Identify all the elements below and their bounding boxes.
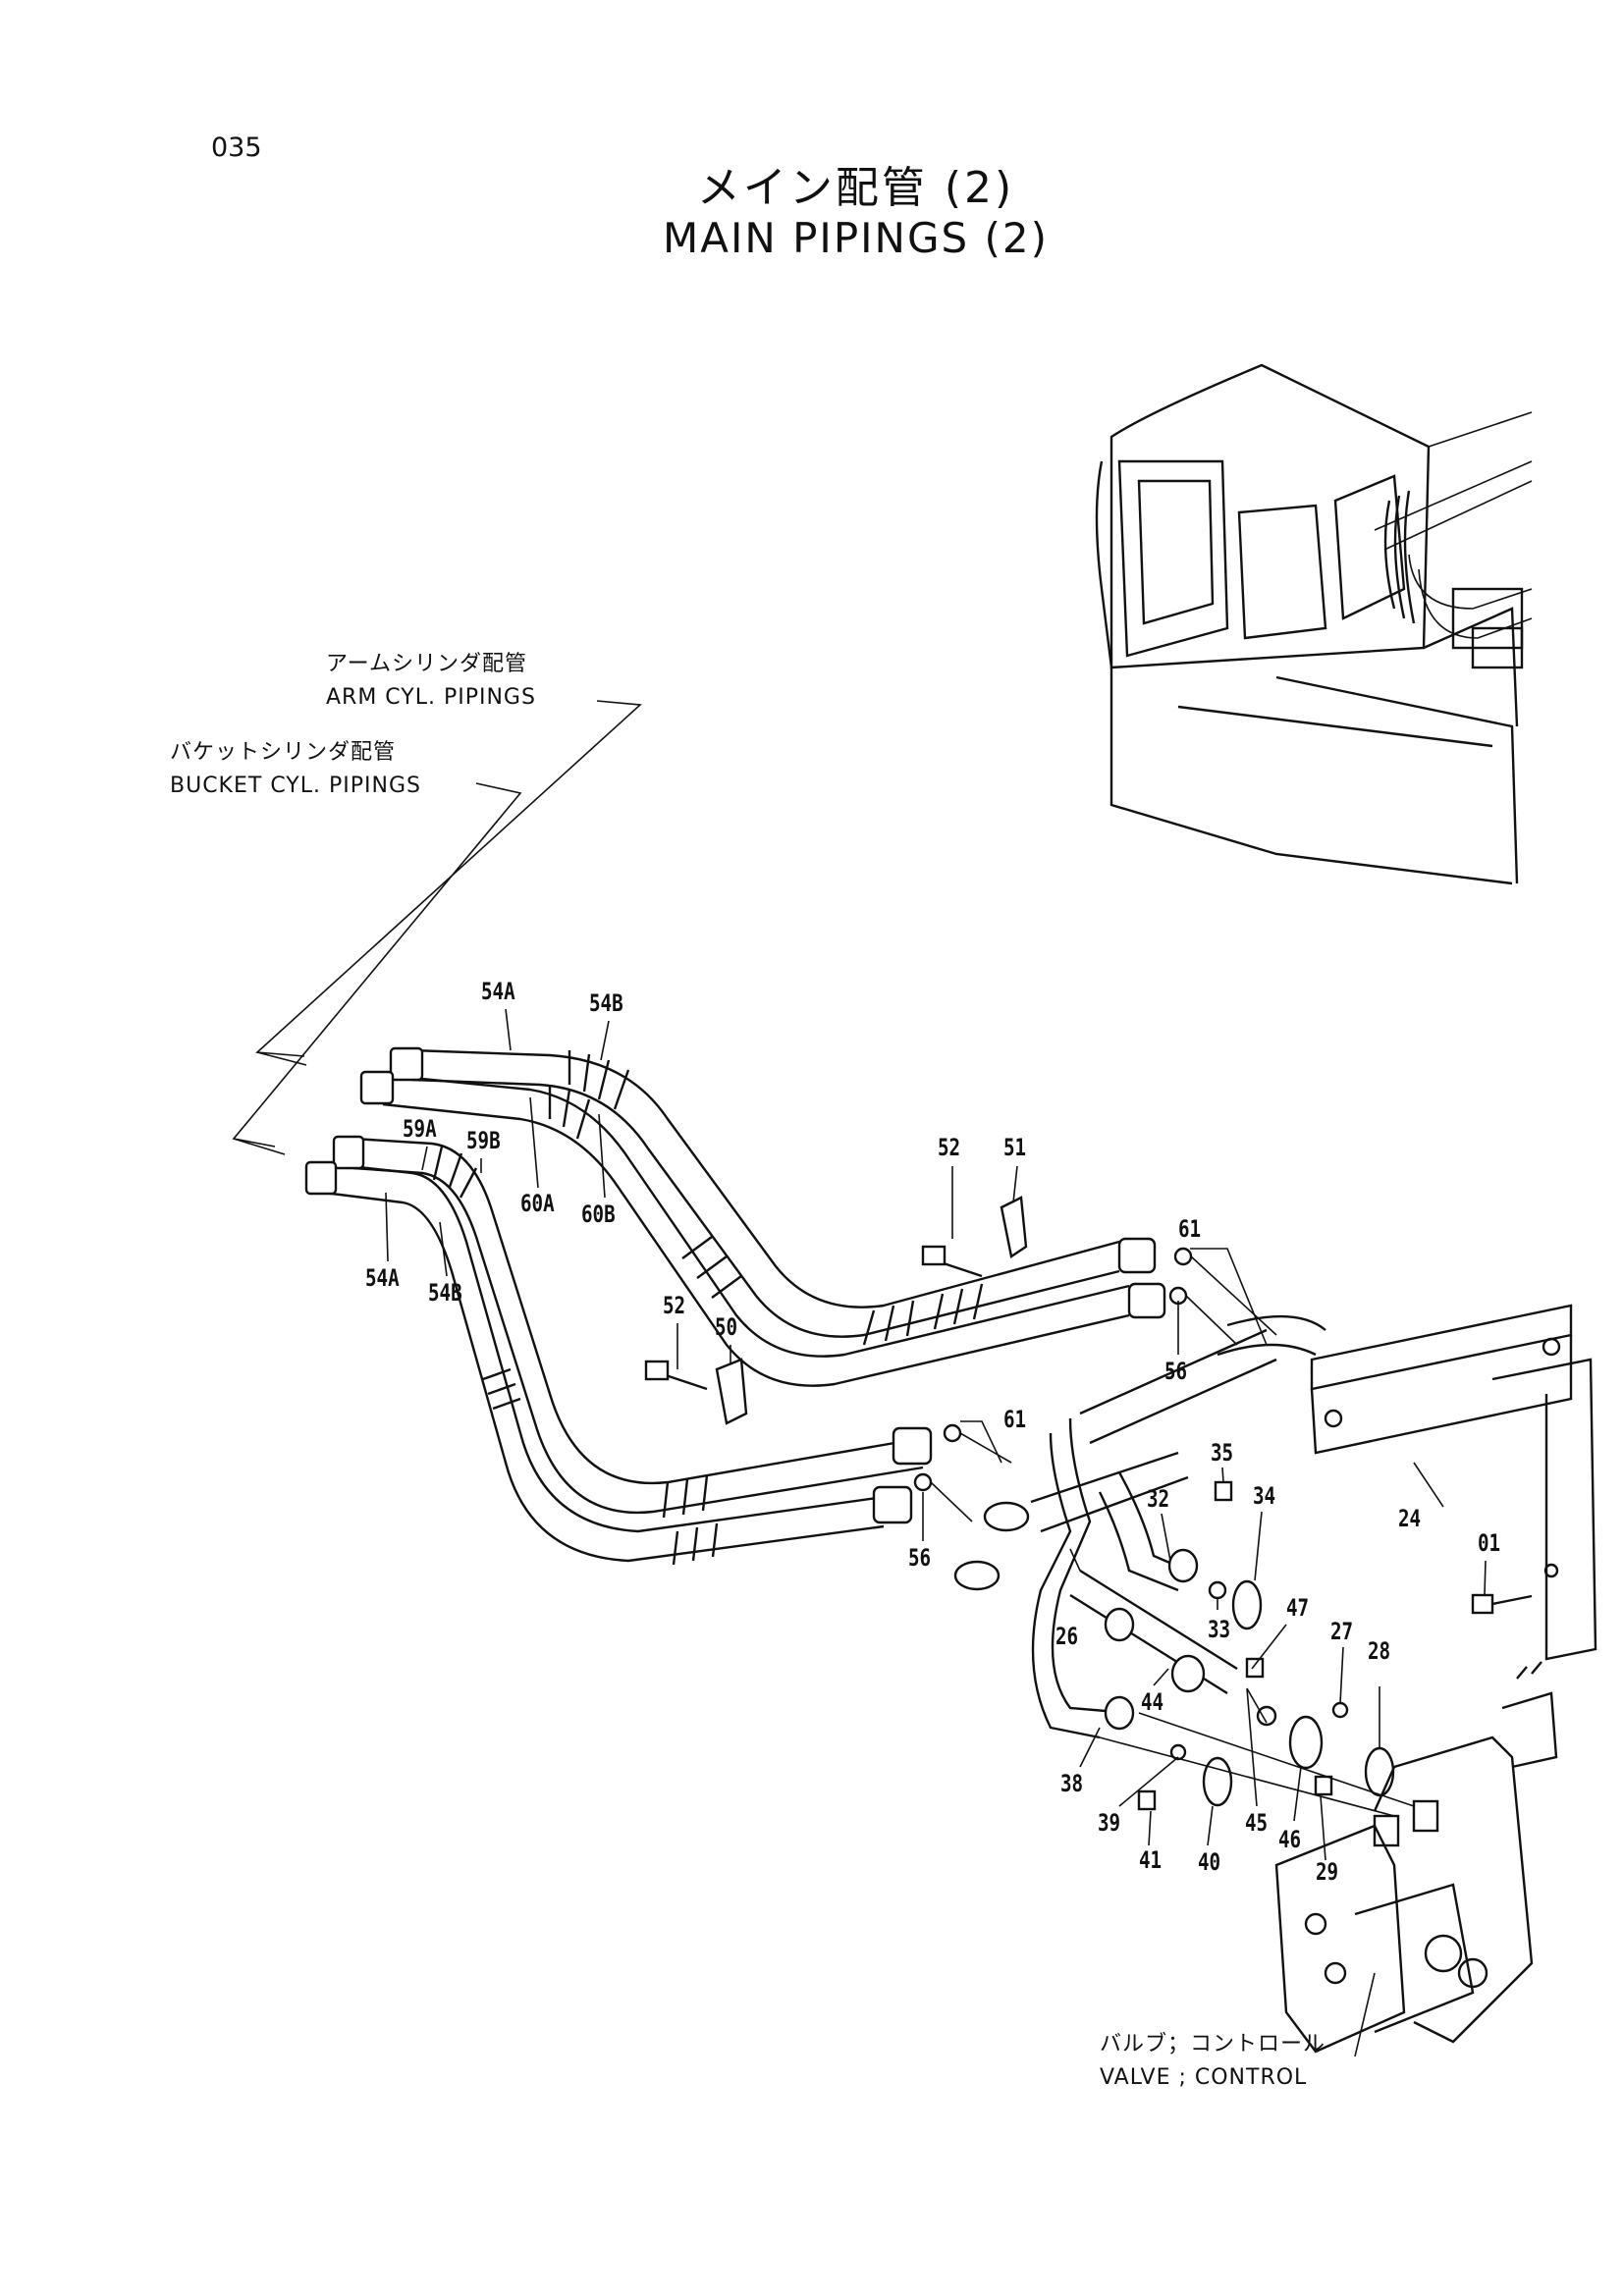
upper-hose-bundle <box>359 1046 1166 1387</box>
callout-41: 41 <box>1139 1846 1163 1874</box>
callout-50: 50 <box>715 1313 738 1341</box>
excavator-overview-illustration <box>1095 363 1533 885</box>
page-title-japanese: メイン配管 (2) <box>696 163 1015 213</box>
callout-26: 26 <box>1055 1623 1079 1650</box>
callout-35: 35 <box>1211 1439 1234 1467</box>
note-control-valve-japanese: バルブ；コントロール <box>1100 2032 1326 2056</box>
callout-61-lower: 61 <box>1003 1406 1027 1433</box>
control-valve-illustration <box>1099 1661 1558 2054</box>
callout-59a: 59A <box>403 1115 437 1143</box>
note-arm-cyl-english: ARM CYL. PIPINGS <box>326 685 536 710</box>
note-leader-lines <box>232 700 1376 2057</box>
callout-47: 47 <box>1286 1594 1310 1622</box>
callout-60b: 60B <box>581 1201 616 1228</box>
callout-54b-upper: 54B <box>589 989 623 1017</box>
callout-45: 45 <box>1245 1809 1269 1837</box>
page-title-english: MAIN PIPINGS (2) <box>662 214 1050 262</box>
callout-59b: 59B <box>466 1127 501 1154</box>
steel-pipe-assembly <box>953 1304 1597 1739</box>
lower-hose-bundle <box>304 1135 933 1566</box>
callout-46: 46 <box>1278 1826 1302 1853</box>
callout-51: 51 <box>1003 1134 1027 1161</box>
callout-27: 27 <box>1330 1618 1354 1645</box>
callout-54a-upper: 54A <box>481 978 515 1005</box>
callout-32: 32 <box>1147 1485 1170 1513</box>
flanges-and-fittings <box>1104 1480 1395 1811</box>
callout-39: 39 <box>1098 1809 1121 1837</box>
callout-leader-lines <box>385 1008 1487 1861</box>
callout-56-upper: 56 <box>1164 1358 1188 1385</box>
callout-24: 24 <box>1398 1505 1422 1532</box>
callout-52-lower: 52 <box>663 1292 686 1319</box>
note-control-valve-english: VALVE ; CONTROL <box>1100 2065 1308 2090</box>
callout-28: 28 <box>1368 1637 1391 1665</box>
hose-clamps <box>644 1196 1277 1522</box>
callout-60a: 60A <box>520 1190 555 1217</box>
callout-61-upper: 61 <box>1178 1215 1202 1243</box>
callout-44: 44 <box>1141 1688 1164 1716</box>
callout-56-lower: 56 <box>908 1544 932 1572</box>
callout-33: 33 <box>1208 1616 1231 1643</box>
page-number: 035 <box>211 133 262 163</box>
callout-29: 29 <box>1316 1858 1339 1886</box>
callout-54b-lower: 54B <box>428 1279 462 1307</box>
callout-40: 40 <box>1198 1848 1221 1876</box>
note-bucket-cyl-english: BUCKET CYL. PIPINGS <box>170 774 421 798</box>
callout-34: 34 <box>1253 1482 1276 1510</box>
callout-54a-lower: 54A <box>365 1264 400 1292</box>
note-bucket-cyl-japanese: バケットシリンダ配管 <box>170 740 397 765</box>
callout-52-upper: 52 <box>938 1134 961 1161</box>
callout-38: 38 <box>1060 1770 1084 1797</box>
note-arm-cyl-japanese: アームシリンダ配管 <box>326 652 528 676</box>
callout-01: 01 <box>1478 1529 1501 1557</box>
